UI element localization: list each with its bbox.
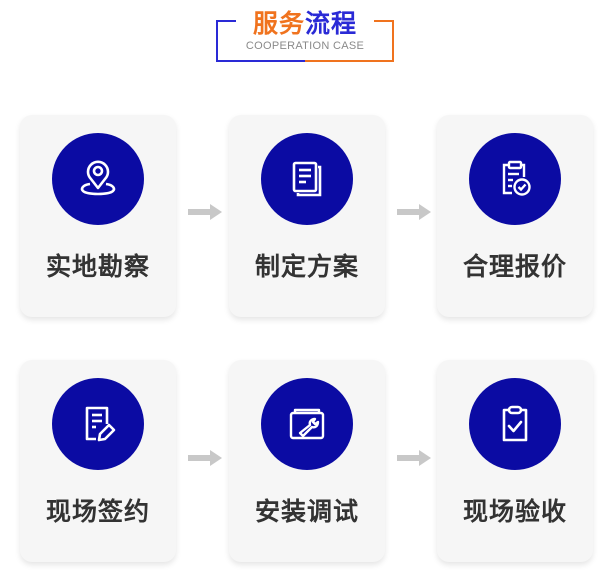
step-icon-circle — [261, 378, 353, 470]
step-card-plan: 制定方案 — [229, 115, 385, 317]
clipboard-checkmark-icon — [502, 405, 528, 442]
step-card-acceptance: 现场验收 — [437, 360, 593, 562]
arrow-right-icon — [397, 204, 431, 220]
step-label: 安装调试 — [254, 497, 359, 526]
step-icon-circle — [469, 378, 561, 470]
step-icon-circle — [52, 133, 144, 225]
location-pin-icon — [80, 160, 116, 196]
step-card-install: 安装调试 — [229, 360, 385, 562]
section-header: 服务流程 COOPERATION CASE — [216, 10, 394, 64]
step-label: 现场验收 — [462, 497, 567, 526]
arrow-right-icon — [188, 450, 222, 466]
step-icon-circle — [52, 378, 144, 470]
clipboard-check-icon — [502, 160, 531, 196]
step-icon-circle — [261, 133, 353, 225]
arrow-right-icon — [188, 204, 222, 220]
toolbox-wrench-icon — [289, 408, 325, 440]
step-label: 现场签约 — [45, 497, 150, 526]
step-icon-circle — [469, 133, 561, 225]
step-label: 合理报价 — [462, 252, 567, 281]
step-card-sign-contract: 现场签约 — [20, 360, 176, 562]
arrow-right-icon — [397, 450, 431, 466]
page-subtitle: COOPERATION CASE — [245, 40, 365, 52]
document-pencil-icon — [85, 406, 116, 442]
step-label: 制定方案 — [254, 252, 359, 281]
page-title: 服务流程 — [236, 10, 374, 38]
step-label: 实地勘察 — [45, 252, 150, 281]
title-part-orange: 服务 — [252, 9, 305, 38]
step-card-site-survey: 实地勘察 — [20, 115, 176, 317]
title-part-blue: 流程 — [305, 9, 358, 38]
step-card-quote: 合理报价 — [437, 115, 593, 317]
document-stack-icon — [292, 161, 322, 197]
